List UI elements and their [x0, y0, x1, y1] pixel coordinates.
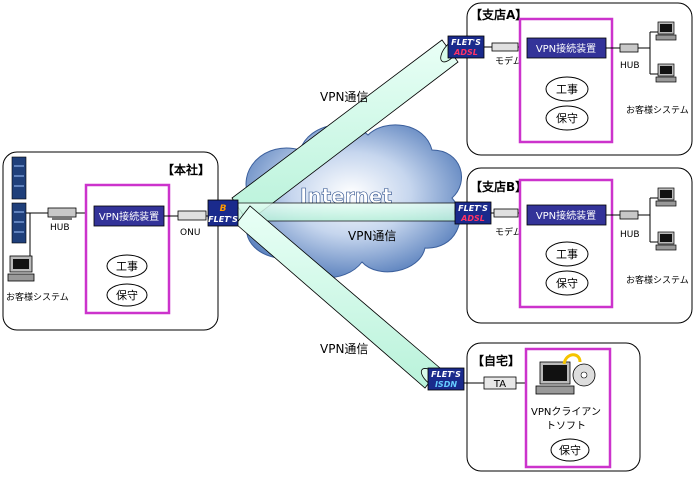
svg-text:FLET'S: FLET'S [431, 370, 461, 379]
branch-b-service-oval [545, 241, 589, 267]
branch-a-hub-label: HUB [620, 61, 640, 71]
flets-isdn-badge: FLET'S ISDN [427, 367, 465, 391]
home-ta-label: TA [493, 379, 506, 390]
home-title: 【自宅】 [472, 353, 520, 368]
svg-text:FLET'S: FLET'S [208, 215, 238, 224]
vpn-label-a: VPN通信 [320, 90, 368, 104]
computer-icon [655, 21, 677, 41]
svg-text:FLET'S: FLET'S [458, 204, 488, 213]
branch-b-service-oval [545, 270, 589, 296]
branch-b-service-koji: 工事 [556, 248, 578, 261]
branch-a-title: 【支店A】 [470, 7, 527, 22]
branch-a-vpn-device-label: VPN接続装置 [536, 42, 596, 55]
home-service-hoshu: 保守 [559, 443, 581, 457]
server-icon [11, 156, 27, 200]
branch-a-service-koji: 工事 [556, 83, 578, 96]
vpn-label-b: VPN通信 [348, 229, 396, 243]
flets-adsl-badge-a: FLET'S ADSL [447, 35, 485, 59]
honsha-service-oval [106, 283, 148, 307]
hub-icon [619, 43, 639, 53]
branch-a-service-oval [545, 76, 589, 102]
modem-icon [493, 208, 519, 218]
flets-adsl-badge-b: FLET'S ADSL [454, 201, 492, 225]
honsha-hub-label: HUB [50, 223, 70, 233]
honsha-vpn-device-label: VPN接続装置 [99, 210, 159, 223]
honsha-customer-system: お客様システム [6, 291, 69, 303]
computer-icon [655, 63, 677, 83]
branch-a-service-hoshu: 保守 [556, 111, 578, 125]
branch-b-title: 【支店B】 [470, 179, 527, 194]
svg-text:ADSL: ADSL [453, 48, 478, 57]
hub-icon [619, 210, 639, 220]
vpn-label-home: VPN通信 [320, 342, 368, 356]
computer-icon [655, 187, 677, 207]
honsha-service-oval [106, 254, 148, 278]
home-client-software-line2: トソフト [546, 421, 586, 432]
branch-a-modem-label: モデム [495, 55, 522, 67]
vpn-tunnel-b [237, 202, 466, 222]
pc-with-cd-icon [535, 353, 596, 395]
honsha-service-koji: 工事 [116, 260, 138, 273]
branch-b-customer-system: お客様システム [626, 274, 689, 286]
branch-b-hub-label: HUB [620, 230, 640, 240]
onu-icon [177, 210, 207, 221]
honsha-onu-label: ONU [180, 228, 200, 238]
modem-icon [491, 42, 519, 52]
svg-text:ISDN: ISDN [435, 380, 457, 389]
home-service-oval [550, 438, 590, 462]
computer-icon [655, 231, 677, 251]
svg-text:B: B [220, 204, 227, 214]
hub-icon [47, 207, 77, 220]
branch-a-customer-system: お客様システム [626, 104, 689, 116]
svg-text:FLET'S: FLET'S [451, 38, 481, 47]
branch-b-vpn-device-label: VPN接続装置 [536, 209, 596, 222]
server-icon [11, 202, 27, 244]
honsha-title: 【本社】 [162, 162, 210, 177]
flets-b-badge: B FLET'S [207, 199, 239, 227]
branch-b-modem-label: モデム [495, 226, 522, 238]
computer-icon [7, 255, 35, 282]
branch-a-service-oval [545, 105, 589, 131]
honsha-service-hoshu: 保守 [116, 288, 138, 302]
branch-b-service-hoshu: 保守 [556, 276, 578, 290]
home-client-software-line1: VPNクライアン [531, 406, 601, 418]
svg-text:ADSL: ADSL [460, 214, 485, 223]
